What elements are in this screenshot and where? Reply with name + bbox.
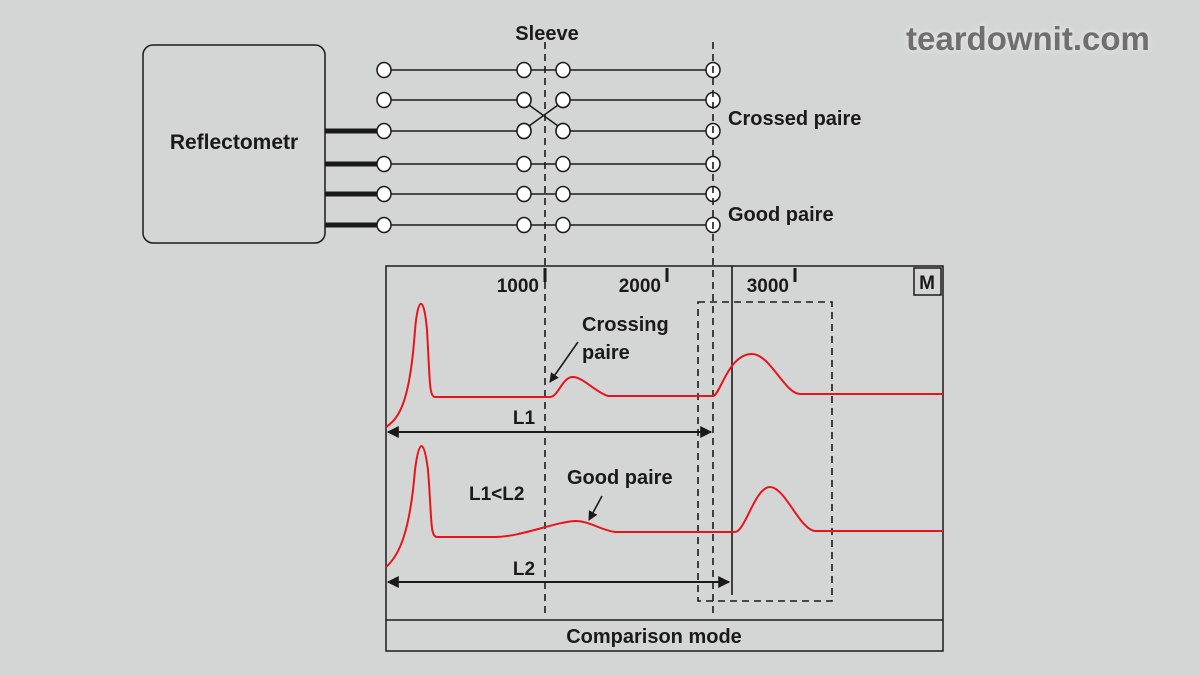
good-pair-annotation: Good paire [567, 467, 673, 489]
wire-terminal [516, 216, 532, 234]
wire-terminal [516, 91, 532, 109]
crossing-pair-annotation-line1: Crossing [582, 314, 669, 336]
cable-wires [325, 61, 721, 234]
wire-terminal [555, 216, 571, 234]
wire-terminal [555, 91, 571, 109]
comparison-window [697, 301, 833, 602]
reflectometer-screen [385, 265, 944, 652]
crossed-pair-label: Crossed paire [728, 108, 861, 130]
screen-footer-label: Comparison mode [566, 626, 742, 648]
scale-tick-2000: 2000 [619, 276, 661, 297]
sleeve-label: Sleeve [515, 23, 578, 45]
distance-label-l1: L1 [513, 408, 536, 429]
crossed-splice [528, 104, 559, 127]
wire-terminal [376, 91, 392, 109]
wire-terminal [516, 61, 532, 79]
wire-terminal [376, 122, 392, 140]
wire-terminal [555, 185, 571, 203]
scale-tick-1000: 1000 [497, 276, 539, 297]
wire-terminal [376, 155, 392, 173]
wire-terminal [555, 122, 571, 140]
mode-badge[interactable] [913, 267, 942, 296]
distance-label-l2: L2 [513, 559, 535, 580]
trace-crossed-pair [385, 303, 943, 428]
wire-terminal [516, 155, 532, 173]
good-pair-label: Good paire [728, 204, 834, 226]
scale-tick-3000: 3000 [747, 276, 789, 297]
wire-terminal [555, 155, 571, 173]
wire-terminal [555, 61, 571, 79]
wire-terminal [376, 216, 392, 234]
crossing-pair-annotation-line2: paire [582, 342, 630, 364]
reflectometer-box [142, 44, 326, 244]
reflectometer-label: Reflectometr [170, 131, 298, 154]
wire-terminal [376, 185, 392, 203]
wire-terminal [376, 61, 392, 79]
wire-terminal [516, 185, 532, 203]
mode-badge-label: M [919, 273, 935, 294]
crossing-pair-pointer-arrow [549, 341, 579, 383]
wire-terminal [516, 122, 532, 140]
watermark: teardownit.com [906, 20, 1150, 57]
trace-good-pair [385, 445, 943, 568]
comparison-label: L1<L2 [469, 484, 524, 505]
good-pair-pointer-arrow [588, 495, 603, 521]
